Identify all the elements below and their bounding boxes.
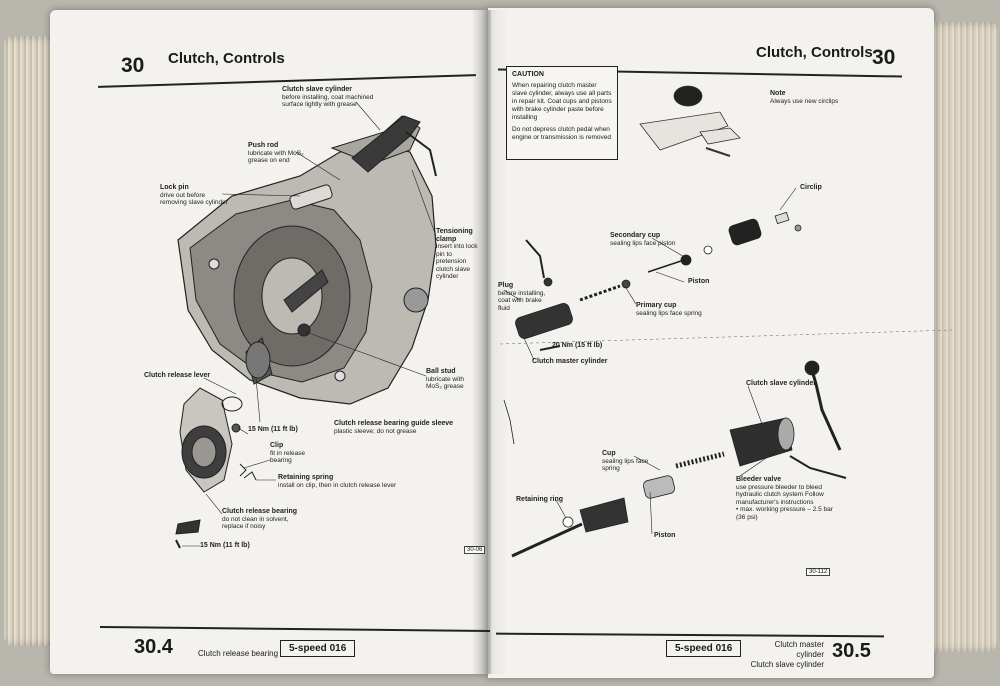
callout-bleeder-valve: Bleeder valve use pressure bleeder to bl…	[736, 476, 833, 521]
callout-torque-top-left: 15 Nm (11 ft lb)	[248, 426, 298, 433]
callout-piston-top: Piston	[688, 278, 710, 285]
caution-text-2: Do not depress clutch pedal when engine …	[512, 126, 611, 141]
left-section-number: 30	[121, 54, 145, 77]
left-figure-code: 30-06	[464, 546, 486, 554]
callout-retaining-ring: Retaining ring	[516, 496, 564, 503]
right-figure-code: 30-112	[806, 568, 831, 576]
callout-primary-cup: Primary cup sealing lips face spring	[636, 302, 702, 317]
right-footer-topic-2: Clutch slave cylinder	[750, 660, 824, 669]
left-transmission-badge: 5-speed 016	[280, 640, 356, 657]
left-footer-topic: Clutch release bearing	[198, 649, 279, 658]
callout-lock-pin: Lock pin drive out before removing slave…	[160, 184, 228, 206]
right-leader-lines	[499, 187, 953, 535]
callout-torque-bottom-left: 15 Nm (11 ft lb)	[200, 542, 250, 549]
left-page-number: 30.4	[134, 636, 173, 658]
right-page-edges	[922, 22, 998, 652]
transmission-housing-drawing	[177, 115, 437, 405]
master-cylinder-drawing	[503, 211, 802, 445]
book-gutter	[472, 10, 508, 674]
note-block: Note Always use new circlips	[770, 90, 839, 105]
callout-slave-cylinder-right: Clutch slave cylinder	[746, 380, 817, 387]
caution-title: CAUTION	[512, 71, 544, 78]
right-footer-topics: Clutch master cylinder Clutch slave cyli…	[746, 640, 824, 670]
left-leader-lines	[182, 101, 437, 547]
callout-secondary-cup: Secondary cup sealing lips face piston	[610, 232, 676, 247]
right-page-number: 30.5	[832, 640, 871, 662]
callout-plug: Plug before installing, coat with brake …	[498, 282, 546, 312]
callout-master-cylinder: Clutch master cylinder	[532, 358, 608, 365]
slave-cylinder-drawing	[511, 360, 847, 558]
callout-tensioning-clamp: Tensioning clamp insert into lock pin to…	[436, 228, 478, 280]
callout-slave-cylinder-left: Clutch slave cylinder before installing,…	[282, 86, 374, 108]
callout-cup: Cup sealing lips face spring	[602, 450, 649, 472]
callout-clip: Clip fit in release bearing	[270, 442, 306, 464]
caution-box: CAUTION When repairing clutch master sla…	[506, 66, 618, 160]
release-lever-drawing	[175, 387, 257, 549]
callout-release-lever: Clutch release lever	[144, 372, 211, 379]
right-section-number: 30	[872, 46, 896, 69]
left-section-title: Clutch, Controls	[168, 50, 285, 67]
callout-retaining-spring: Retaining spring install on clip, then i…	[278, 474, 397, 489]
callout-piston-bottom: Piston	[654, 532, 676, 539]
callout-release-bearing: Clutch release bearing do not clean in s…	[222, 508, 298, 530]
callout-torque-right: 20 Nm (15 ft lb)	[552, 342, 603, 349]
callout-ball-stud: Ball stud lubricate with MoS₂ grease	[426, 368, 464, 390]
caution-text-1: When repairing clutch master slave cylin…	[512, 82, 612, 121]
reservoir-bracket-drawing	[639, 85, 741, 157]
right-footer-topic-1: Clutch master cylinder	[774, 640, 824, 659]
callout-push-rod: Push rod lubricate with MoS₂ grease on e…	[248, 142, 304, 164]
right-section-title: Clutch, Controls	[756, 44, 873, 61]
callout-circlip: Circlip	[800, 184, 822, 191]
right-transmission-badge: 5-speed 016	[666, 640, 742, 657]
callout-guide-sleeve: Clutch release bearing guide sleeve plas…	[334, 420, 454, 435]
